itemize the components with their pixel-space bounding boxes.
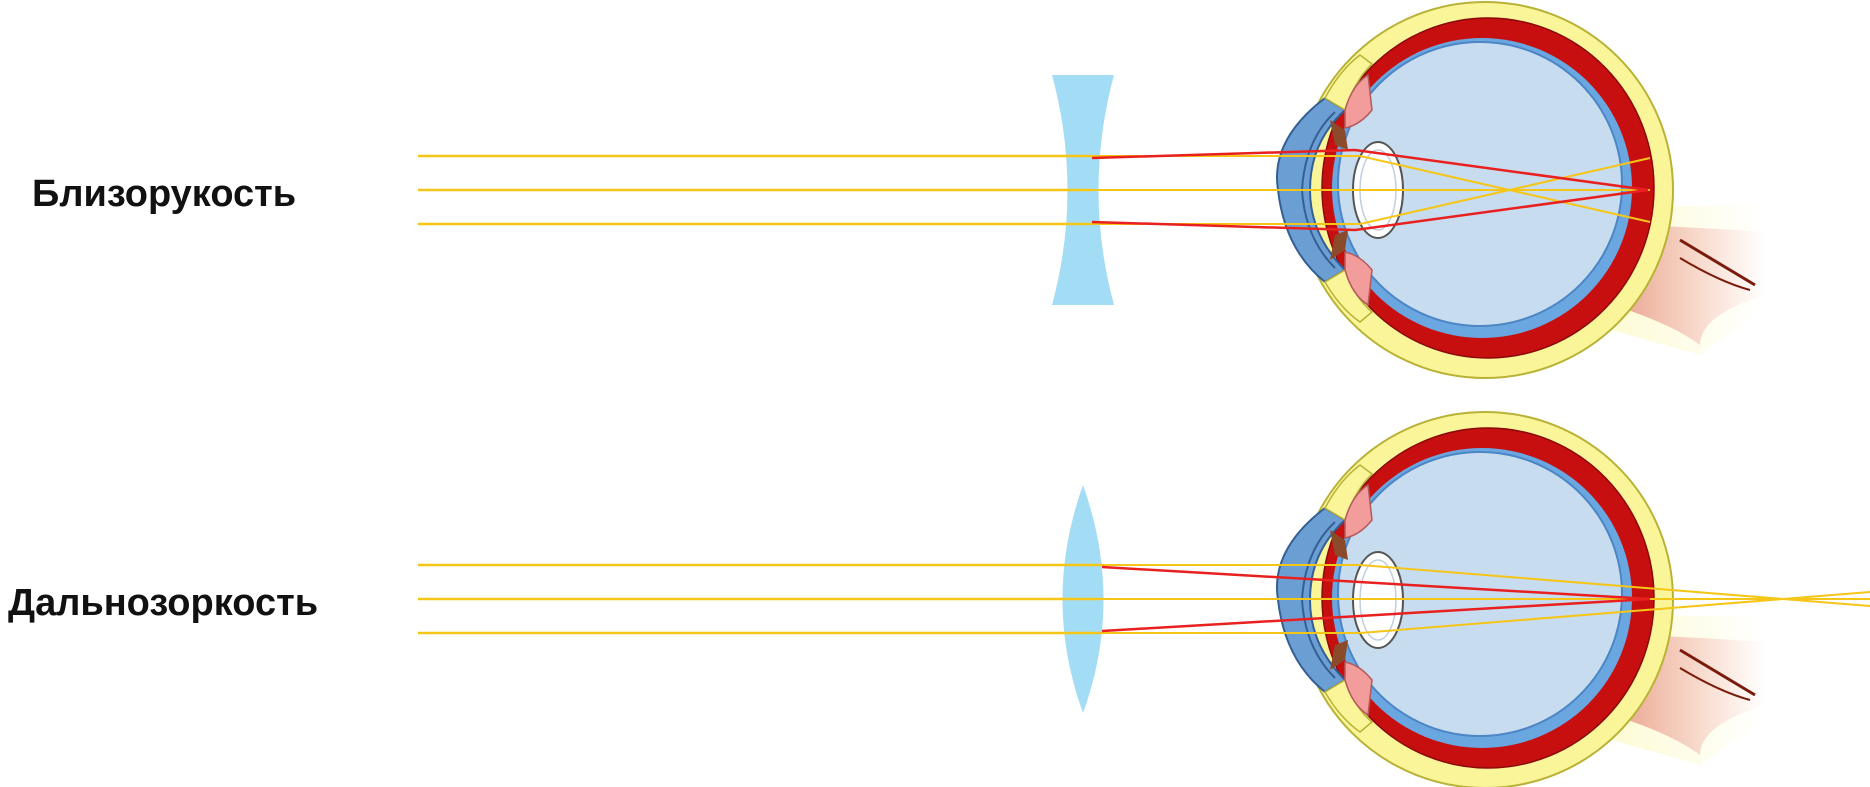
myopia-section: Близорукость <box>32 0 1767 380</box>
corrected-rays-top <box>1091 148 1649 232</box>
incoming-rays-bottom <box>418 563 1102 635</box>
myopia-label: Близорукость <box>32 173 296 215</box>
incoming-rays-top <box>418 154 1092 226</box>
hyperopia-section: Дальнозоркость <box>8 410 1870 787</box>
uncorrected-rays-bottom <box>1102 564 1870 634</box>
uncorrected-rays-top <box>1092 155 1651 225</box>
hyperopia-label: Дальнозоркость <box>8 582 318 624</box>
corrected-rays-bottom <box>1101 565 1651 633</box>
